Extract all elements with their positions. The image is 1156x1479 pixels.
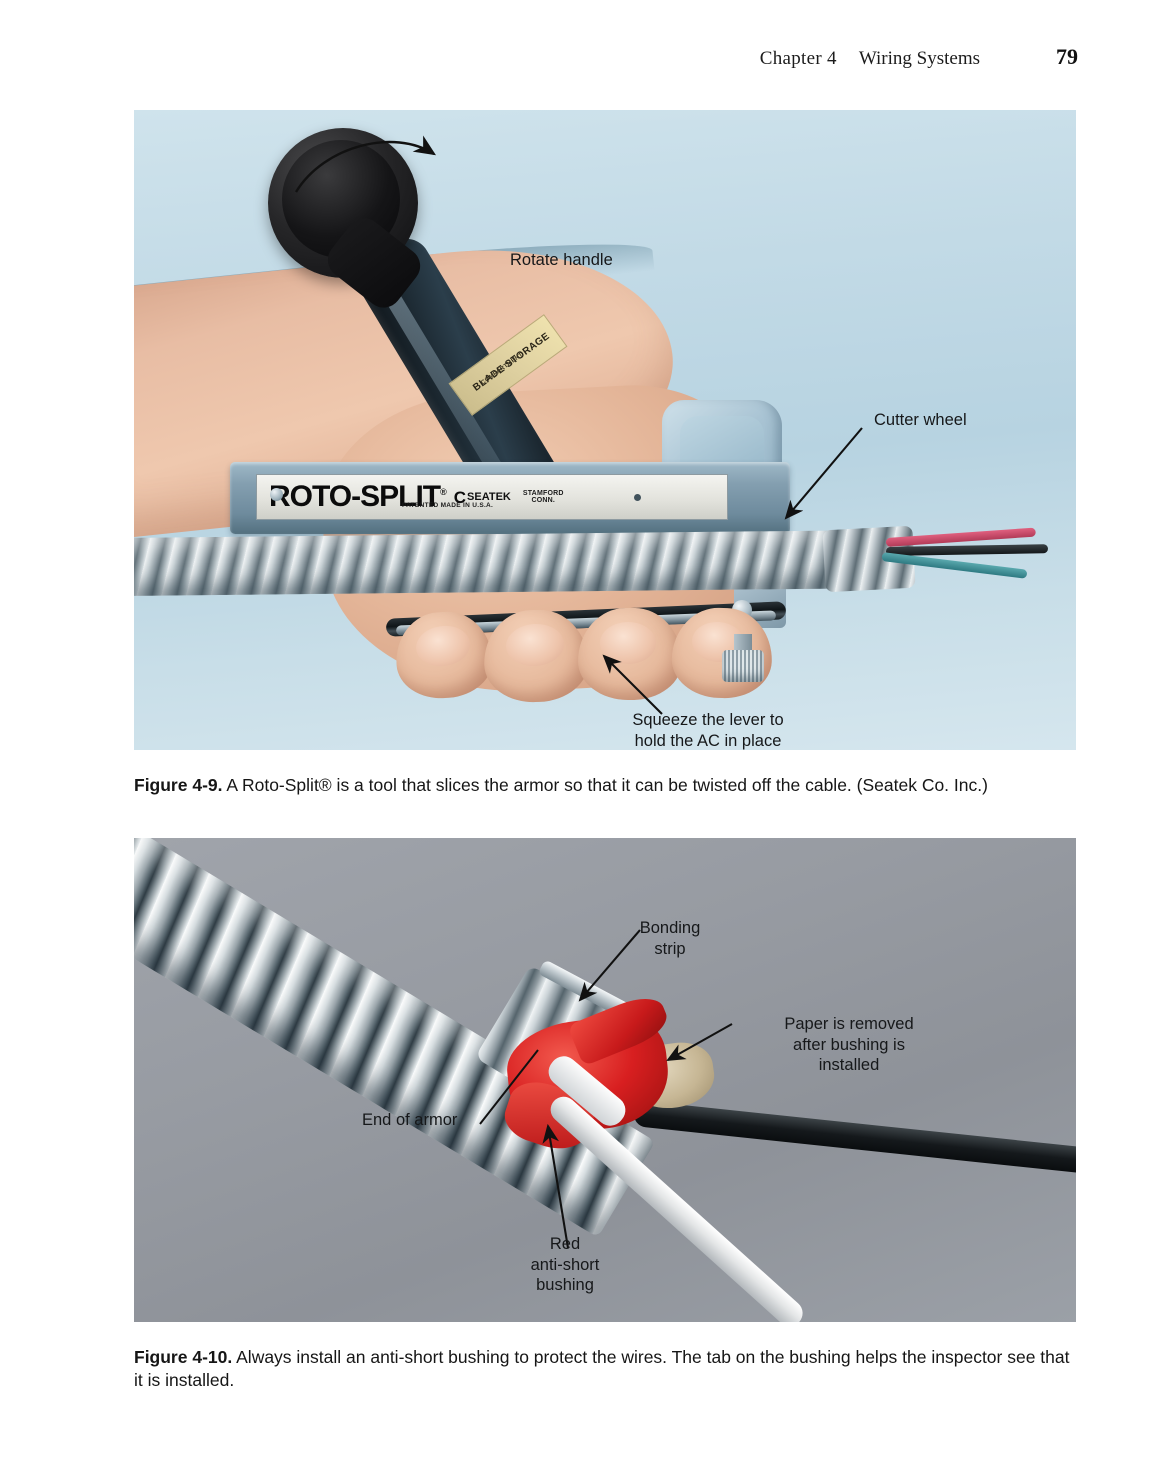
callout-bonding-strip: Bonding strip [639, 919, 701, 958]
company-address: STAMFORD CONN. [523, 490, 564, 505]
figure-4-9-caption-text: A Roto-Split® is a tool that slices the … [222, 775, 988, 795]
thumbscrew [722, 650, 764, 682]
callout-paper-removed: Paper is removed after bushing is instal… [784, 1015, 914, 1075]
figure-4-9-caption: Figure 4-9. A Roto-Split® is a tool that… [134, 774, 1078, 797]
callout-red-anti-short-bushing: Red anti-short bushing [530, 1235, 600, 1295]
cutter-wheel-leader [784, 427, 863, 520]
page-number: 79 [1056, 44, 1078, 69]
brand-text: ROTO-SPLIT [269, 480, 441, 513]
figure-4-10-caption-label: Figure 4-10. [134, 1347, 233, 1367]
body-dot [634, 494, 641, 501]
figure-4-10-caption-text: Always install an anti-short bushing to … [134, 1347, 1070, 1391]
logo-name: SEATEK [467, 491, 511, 503]
figure-4-9-leader-lines [294, 135, 863, 715]
paper-removed-leader [666, 1023, 733, 1062]
callout-rotate-handle: Rotate handle [510, 251, 613, 269]
callout-end-of-armor: End of armor [362, 1111, 458, 1129]
figure-4-10-caption: Figure 4-10. Always install an anti-shor… [134, 1346, 1078, 1392]
figure-4-9-caption-label: Figure 4-9. [134, 775, 223, 795]
company-city: STAMFORD [522, 489, 564, 497]
anti-short-bushing-photo: Bonding strip Paper is removed after bus… [134, 838, 1076, 1322]
header-chapter-title: Wiring Systems [858, 48, 980, 69]
callout-cutter-wheel: Cutter wheel [874, 411, 967, 429]
logo-mark: C [453, 487, 467, 507]
figure-4-10-leader-lines [479, 929, 733, 1249]
registered-mark: ® [440, 487, 447, 497]
rotate-handle-arrow [294, 135, 437, 193]
company-state: CONN. [531, 497, 556, 504]
squeeze-lever-leader [602, 654, 663, 715]
bushing-leader [542, 1123, 570, 1249]
running-head: Chapter 4 Wiring Systems 79 [0, 44, 1156, 70]
figure-4-10: Bonding strip Paper is removed after bus… [134, 838, 1076, 1322]
brand-name: ROTO-SPLIT® [269, 480, 447, 513]
thumbscrew-stem [734, 634, 752, 654]
bonding-strip-leader [578, 929, 641, 1002]
body-screw [270, 488, 283, 501]
header-chapter-number: Chapter 4 [759, 48, 837, 69]
callout-squeeze-lever: Squeeze the lever to hold the AC in plac… [632, 711, 784, 750]
end-of-armor-leader [479, 1049, 539, 1125]
patent-line: PATENTED MADE IN U.S.A. [402, 502, 494, 509]
